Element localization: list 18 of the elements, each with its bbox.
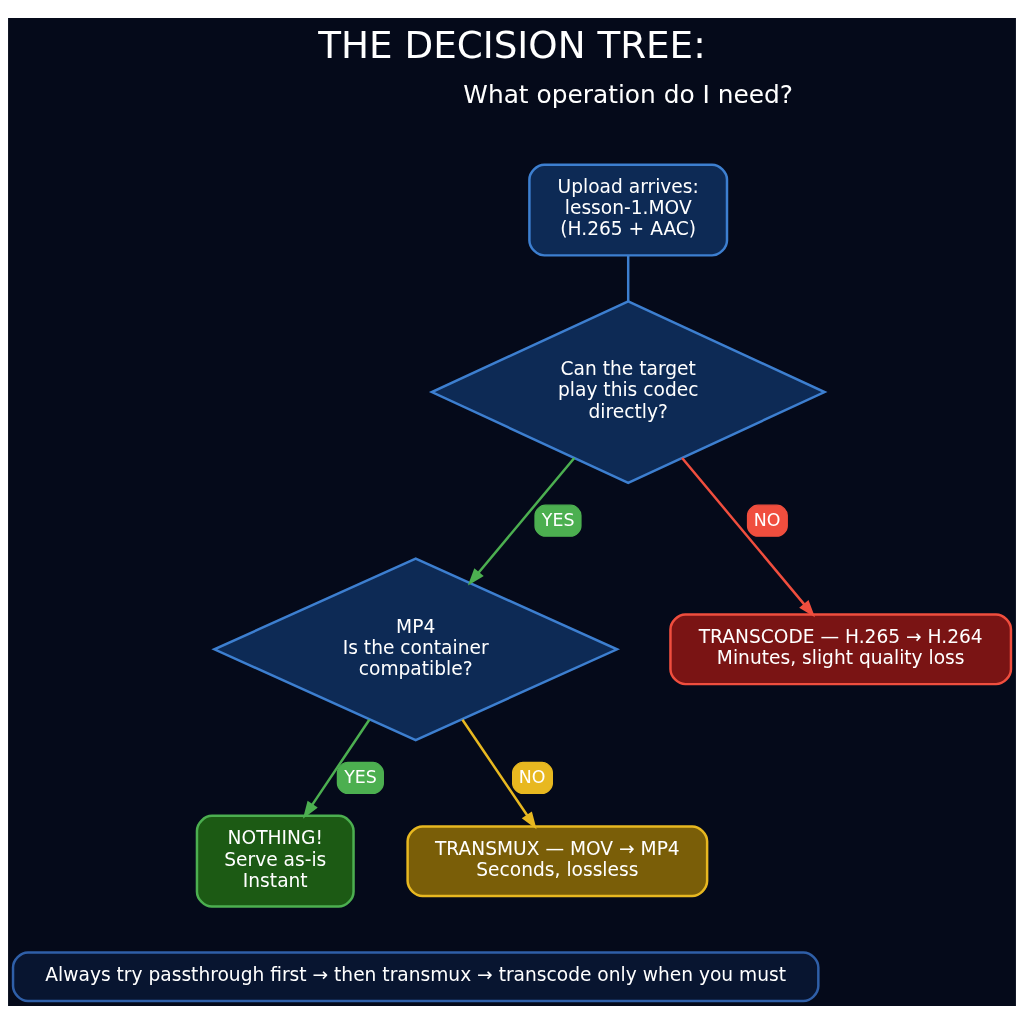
edge-label: NO xyxy=(753,509,781,530)
arrow xyxy=(461,719,537,830)
edge-label: YES xyxy=(344,767,377,788)
node-box: NOTHING! Serve as-is Instant xyxy=(195,814,355,908)
node-box: TRANSMUX — MOV → MP4 Seconds, lossless xyxy=(406,825,709,898)
node-box: TRANSCODE — H.265 → H.264 Minutes, slight quality loss xyxy=(669,613,1013,686)
arrow xyxy=(681,457,816,618)
diagram-title: THE DECISION TREE: xyxy=(318,22,706,67)
node-diamond: Can the target play this codec directly? xyxy=(428,299,828,485)
arrow xyxy=(302,719,371,819)
edge-label: YES xyxy=(541,509,575,530)
node-box: Always try passthrough first → then transmux → transcode only when you must xyxy=(11,951,820,1003)
edge-label: NO xyxy=(518,767,546,788)
node-box: Upload arrives: lesson-1.MOV (H.265 + AAC) xyxy=(528,163,729,257)
node-diamond: MP4 Is the container compatible? xyxy=(211,557,621,742)
connector xyxy=(626,255,630,302)
label: What operation do I need? xyxy=(463,79,794,109)
arrow xyxy=(467,457,576,586)
